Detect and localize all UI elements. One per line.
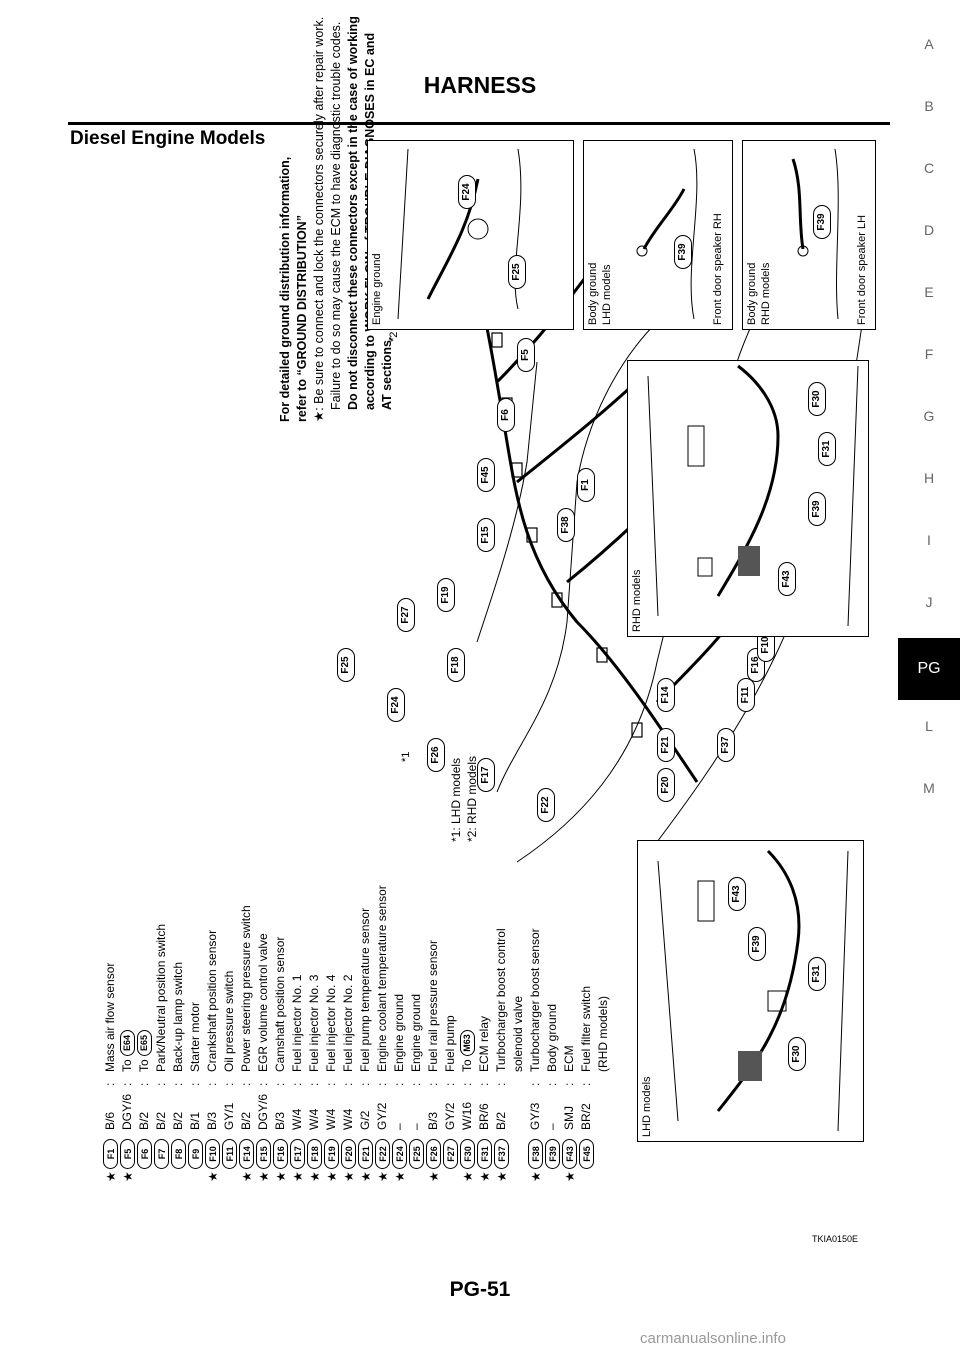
figure-code: TKIA0150E bbox=[812, 1234, 859, 1244]
connector-label: F14 bbox=[657, 678, 675, 712]
info-line-1: For detailed ground distribution informa… bbox=[278, 156, 292, 422]
connector-label: F25 bbox=[508, 255, 526, 289]
connector-label: F6 bbox=[497, 398, 515, 432]
info-line-2: refer to “GROUND DISTRIBUTION” bbox=[295, 215, 309, 422]
note-mark-2: *2 bbox=[388, 332, 400, 342]
side-index-pg[interactable]: PG bbox=[898, 638, 960, 700]
connector-label: F37 bbox=[717, 728, 735, 762]
connector-label: F39 bbox=[808, 492, 826, 526]
connector-label: F26 bbox=[427, 738, 445, 772]
info-line-5: Do not disconnect these connectors excep… bbox=[346, 16, 360, 410]
connector-label: F27 bbox=[397, 598, 415, 632]
connector-label: F38 bbox=[557, 508, 575, 542]
panel-outline bbox=[476, 361, 538, 643]
connector-label: F43 bbox=[728, 877, 746, 911]
side-index-b[interactable]: B bbox=[924, 98, 934, 114]
watermark: carmanualsonline.info bbox=[640, 1330, 786, 1347]
connector-label: F17 bbox=[477, 758, 495, 792]
side-index-d[interactable]: D bbox=[923, 222, 935, 238]
info-line-3: ★: Be sure to connect and lock the conne… bbox=[312, 16, 326, 422]
inset-body-ground-rhd: Body ground RHD models Front door speake… bbox=[742, 140, 876, 330]
connector-label: F11 bbox=[737, 678, 755, 712]
connector-label: F19 bbox=[437, 578, 455, 612]
side-index-h[interactable]: H bbox=[923, 470, 935, 486]
header-rule bbox=[68, 122, 890, 125]
info-line-3-text: : Be sure to connect and lock the connec… bbox=[312, 16, 326, 411]
connector-icon bbox=[551, 592, 563, 608]
side-index: A B C D E F G H I J PG L M bbox=[898, 36, 960, 966]
connector-label: F24 bbox=[387, 688, 405, 722]
side-index-m[interactable]: M bbox=[923, 780, 935, 796]
connector-label: F18 bbox=[447, 648, 465, 682]
connector-label: F25 bbox=[337, 648, 355, 682]
side-index-f[interactable]: F bbox=[924, 346, 934, 362]
side-index-a[interactable]: A bbox=[924, 36, 934, 52]
connector-label: F21 bbox=[657, 728, 675, 762]
side-index-i[interactable]: I bbox=[927, 532, 931, 548]
info-line-4: Failure to do so may cause the ECM to ha… bbox=[329, 21, 343, 410]
main-harness bbox=[475, 281, 699, 783]
inset-body-ground-lhd: Body ground LHD models Front door speake… bbox=[583, 140, 733, 330]
connector-icon bbox=[491, 332, 503, 348]
side-index-j[interactable]: J bbox=[925, 594, 933, 610]
side-index-e[interactable]: E bbox=[924, 284, 934, 300]
connector-label: F39 bbox=[813, 205, 831, 239]
connector-label: F39 bbox=[674, 235, 692, 269]
section-title: Diesel Engine Models bbox=[70, 128, 266, 149]
connector-label: F31 bbox=[818, 432, 836, 466]
side-index-g[interactable]: G bbox=[923, 408, 935, 424]
connector-label: F39 bbox=[748, 927, 766, 961]
note-mark-1: *1 bbox=[400, 752, 412, 762]
connector-label: F43 bbox=[778, 562, 796, 596]
connector-label: F30 bbox=[788, 1037, 806, 1071]
connector-label: F30 bbox=[808, 382, 826, 416]
connector-label: F31 bbox=[808, 957, 826, 991]
connector-icon bbox=[511, 462, 523, 478]
side-index-l[interactable]: L bbox=[925, 718, 933, 734]
engine-block-outline bbox=[496, 321, 658, 793]
page-number: PG-51 bbox=[449, 1278, 511, 1301]
connector-label: F15 bbox=[477, 518, 495, 552]
connector-label: F22 bbox=[537, 788, 555, 822]
connector-icon bbox=[631, 722, 643, 738]
connector-label: F5 bbox=[517, 338, 535, 372]
connector-icon bbox=[596, 647, 608, 663]
page-header-title: HARNESS bbox=[423, 72, 537, 98]
connector-label: F24 bbox=[458, 175, 476, 209]
side-index-c[interactable]: C bbox=[923, 160, 935, 176]
connector-label: F45 bbox=[477, 458, 495, 492]
connector-label: F20 bbox=[657, 768, 675, 802]
connector-icon bbox=[526, 527, 538, 543]
connector-label: F1 bbox=[577, 468, 595, 502]
